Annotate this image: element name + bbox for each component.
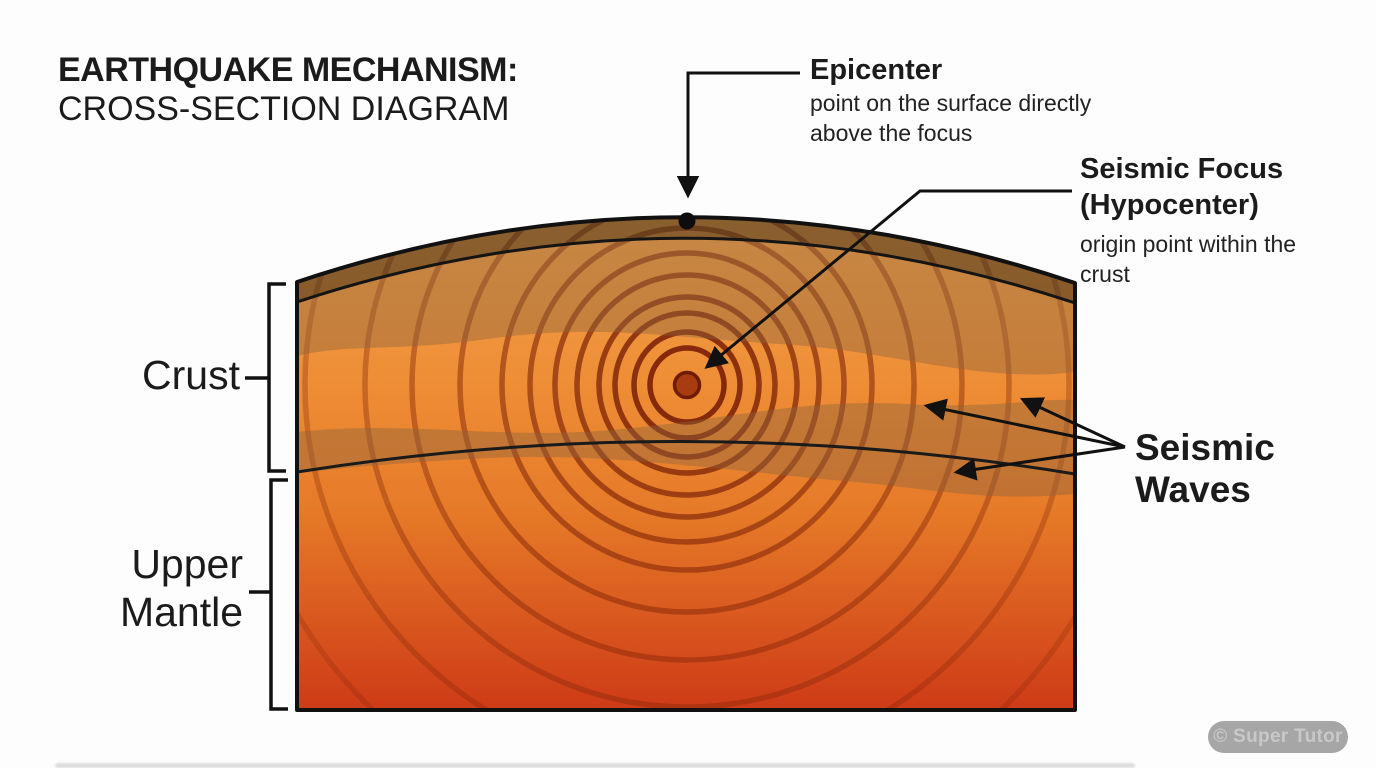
crust-bracket bbox=[267, 282, 286, 473]
seismic-focus-annotation: Seismic Focus (Hypocenter) origin point … bbox=[1080, 151, 1296, 289]
epicenter-leader-line bbox=[676, 71, 800, 199]
waves-label-line-2: Waves bbox=[1135, 469, 1251, 510]
focus-title-line-1: Seismic Focus bbox=[1080, 153, 1284, 185]
surface-soil-band bbox=[297, 217, 1075, 303]
seismic-wave-ring bbox=[409, 217, 965, 663]
title-line-1: EARTHQUAKE MECHANISM: bbox=[58, 51, 518, 89]
epicenter-desc-line-2: above the focus bbox=[810, 120, 973, 146]
seismic-wave-ring bbox=[647, 345, 727, 425]
cropped-bottom-artifact bbox=[55, 763, 1135, 768]
mantle-bracket bbox=[269, 478, 288, 711]
focus-leader-line bbox=[704, 189, 1072, 369]
crust-layer-label: Crust bbox=[142, 352, 240, 398]
seismic-wave-ring bbox=[499, 217, 875, 573]
focus-desc-line-1: origin point within the bbox=[1080, 231, 1297, 257]
layer-brackets bbox=[245, 282, 288, 711]
wave-arrow-upper-right bbox=[1019, 397, 1126, 449]
page-title: EARTHQUAKE MECHANISM: CROSS-SECTION DIAG… bbox=[58, 50, 518, 128]
wave-arrow-lower bbox=[953, 445, 1126, 481]
watermark-badge: © Super Tutor bbox=[1208, 721, 1348, 753]
epicenter-annotation: Epicenter point on the surface directly … bbox=[810, 52, 1091, 148]
seismic-wave-ring bbox=[362, 217, 1012, 710]
seismic-wave-ring bbox=[574, 272, 800, 498]
epicenter-dot bbox=[678, 212, 696, 230]
epicenter-desc-line-1: point on the surface directly bbox=[810, 90, 1092, 116]
wave-arrow-upper-left bbox=[923, 398, 1126, 449]
upper-mantle-line-1: Upper bbox=[131, 541, 243, 587]
crust-stratum-lower bbox=[297, 399, 1075, 497]
annotation-arrows bbox=[676, 71, 1126, 481]
seismic-wave-rings bbox=[297, 217, 1075, 710]
focus-desc-line-2: crust bbox=[1080, 261, 1130, 287]
seismic-waves-annotation: Seismic Waves bbox=[1135, 427, 1275, 511]
seismic-wave-ring bbox=[552, 250, 822, 520]
upper-mantle-layer-label: Upper Mantle bbox=[58, 540, 243, 636]
seismic-focus-dot bbox=[672, 370, 702, 400]
seismic-wave-ring bbox=[302, 217, 1072, 710]
waves-label-line-1: Seismic bbox=[1135, 427, 1275, 468]
surface-band-underline bbox=[297, 236, 1075, 305]
upper-mantle-line-2: Mantle bbox=[119, 589, 243, 635]
crust-stratum-upper bbox=[297, 238, 1075, 375]
seismic-wave-ring bbox=[596, 294, 778, 476]
title-line-2: CROSS-SECTION DIAGRAM bbox=[58, 90, 510, 128]
seismic-wave-ring bbox=[457, 217, 917, 615]
cross-section-outline bbox=[295, 215, 1077, 712]
epicenter-title: Epicenter bbox=[810, 54, 943, 86]
focus-title-line-2: (Hypocenter) bbox=[1080, 189, 1259, 221]
seismic-wave-ring bbox=[612, 310, 762, 460]
seismic-wave-ring bbox=[631, 329, 743, 441]
watermark-text: © Super Tutor bbox=[1213, 726, 1343, 747]
